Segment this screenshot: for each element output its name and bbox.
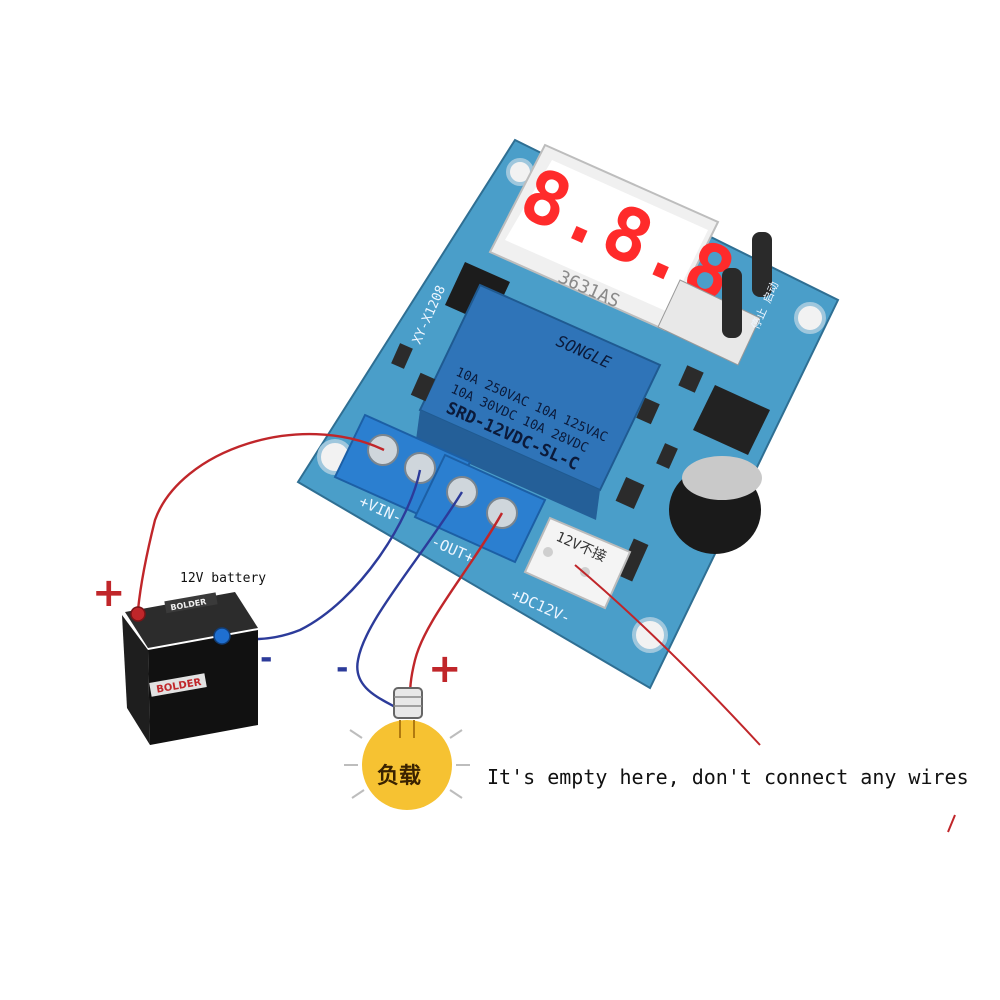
bulb-filament — [399, 720, 415, 738]
relay: SONGLE 10A 250VAC 10A 125VAC 10A 30VDC 1… — [416, 283, 662, 520]
load-minus-sign: - — [336, 651, 348, 686]
note-text: It's empty here, don't connect any wires — [487, 765, 969, 789]
battery-brand-top-plate — [164, 592, 218, 614]
load-label: 负载 — [377, 763, 421, 789]
battery: BOLDER BOLDER 12V battery + - — [92, 570, 272, 745]
control-board: 8.8.8 3631AS XY-X1208 SONGLE 10A 250VAC … — [296, 138, 840, 690]
mount-hole — [794, 302, 826, 334]
mount-hole — [632, 617, 668, 653]
load-bulb: 负载 - + — [336, 646, 470, 810]
screw-vin-minus — [404, 452, 436, 484]
load-plus-sign: + — [428, 646, 462, 692]
bulb-rays — [344, 729, 470, 799]
smd-components — [391, 343, 704, 582]
capacitor — [669, 456, 762, 554]
bulb-base — [393, 687, 423, 719]
pointer-mark — [947, 814, 956, 833]
battery-terminal-minus — [213, 627, 231, 645]
battery-minus-sign: - — [260, 641, 272, 676]
battery-terminal-plus — [130, 606, 146, 622]
wire-battery-plus — [136, 432, 385, 611]
wire-load-plus — [408, 512, 504, 701]
battery-label: 12V battery — [180, 571, 266, 586]
battery-front — [122, 615, 150, 745]
bulb-glass — [362, 720, 452, 810]
voltage-regulator — [693, 385, 770, 455]
wire-load-minus — [356, 491, 464, 711]
wires — [136, 432, 956, 833]
battery-brand-plate — [149, 673, 207, 697]
battery-plus-sign: + — [92, 570, 126, 616]
pointer-line — [574, 564, 761, 746]
